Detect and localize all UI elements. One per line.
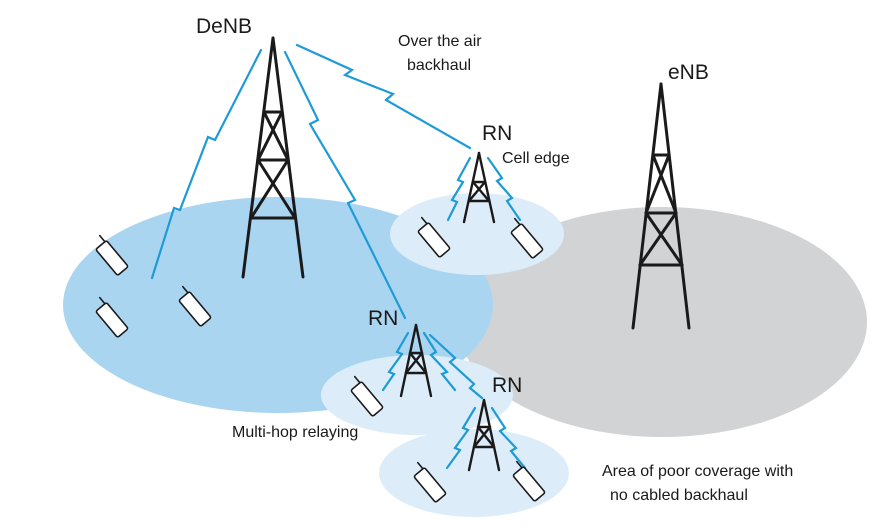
over-the-air-label-line2: backhaul bbox=[407, 57, 471, 74]
link-rn-bottom-to-ue-right bbox=[490, 406, 527, 470]
rn-bottom-coverage-area bbox=[379, 429, 569, 517]
enb-label: eNB bbox=[668, 61, 709, 84]
link-rn-middle-to-ue-left bbox=[381, 331, 410, 392]
rn-top-label: RN bbox=[482, 122, 512, 145]
backhaul-link-denb-to-rn-top bbox=[295, 43, 472, 150]
phone-icon bbox=[95, 234, 129, 276]
rn-bottom-tower bbox=[467, 398, 501, 472]
phone-icon bbox=[350, 375, 384, 417]
rn-top-tower bbox=[462, 151, 496, 224]
link-rn-top-to-ue-right bbox=[486, 156, 522, 222]
rn-middle-label: RN bbox=[368, 307, 398, 330]
link-denb-to-ue-left bbox=[150, 48, 263, 280]
denb-tower bbox=[241, 36, 305, 279]
over-the-air-label-line1: Over the air bbox=[398, 33, 482, 50]
denb-label: DeNB bbox=[196, 15, 252, 38]
cell-edge-label: Cell edge bbox=[502, 150, 570, 167]
poor-coverage-label-line1: Area of poor coverage with bbox=[602, 463, 793, 480]
enb-coverage-area bbox=[457, 207, 867, 437]
phone-icon bbox=[178, 285, 212, 327]
link-rn-bottom-to-ue-left bbox=[445, 406, 477, 470]
enb-tower bbox=[631, 82, 691, 330]
radio-links bbox=[150, 43, 527, 470]
rn-middle-tower bbox=[399, 323, 433, 398]
multi-hop-label: Multi-hop relaying bbox=[232, 424, 358, 441]
phone-icon bbox=[417, 216, 451, 258]
rn-top-coverage-area bbox=[390, 193, 564, 275]
link-rn-middle-to-ue-right bbox=[422, 331, 457, 392]
phone-icon bbox=[512, 460, 546, 502]
phone-icon bbox=[95, 296, 129, 338]
phone-icon bbox=[413, 461, 447, 503]
rn-bottom-label: RN bbox=[492, 374, 522, 397]
link-rn-top-to-ue-left bbox=[446, 156, 472, 222]
poor-coverage-label-line2: no cabled backhaul bbox=[610, 487, 748, 504]
link-rn-middle-to-rn-bottom bbox=[428, 333, 484, 400]
rn-middle-coverage-area bbox=[321, 355, 513, 435]
phone-icon bbox=[510, 217, 544, 259]
link-denb-to-rn-middle bbox=[283, 50, 407, 320]
